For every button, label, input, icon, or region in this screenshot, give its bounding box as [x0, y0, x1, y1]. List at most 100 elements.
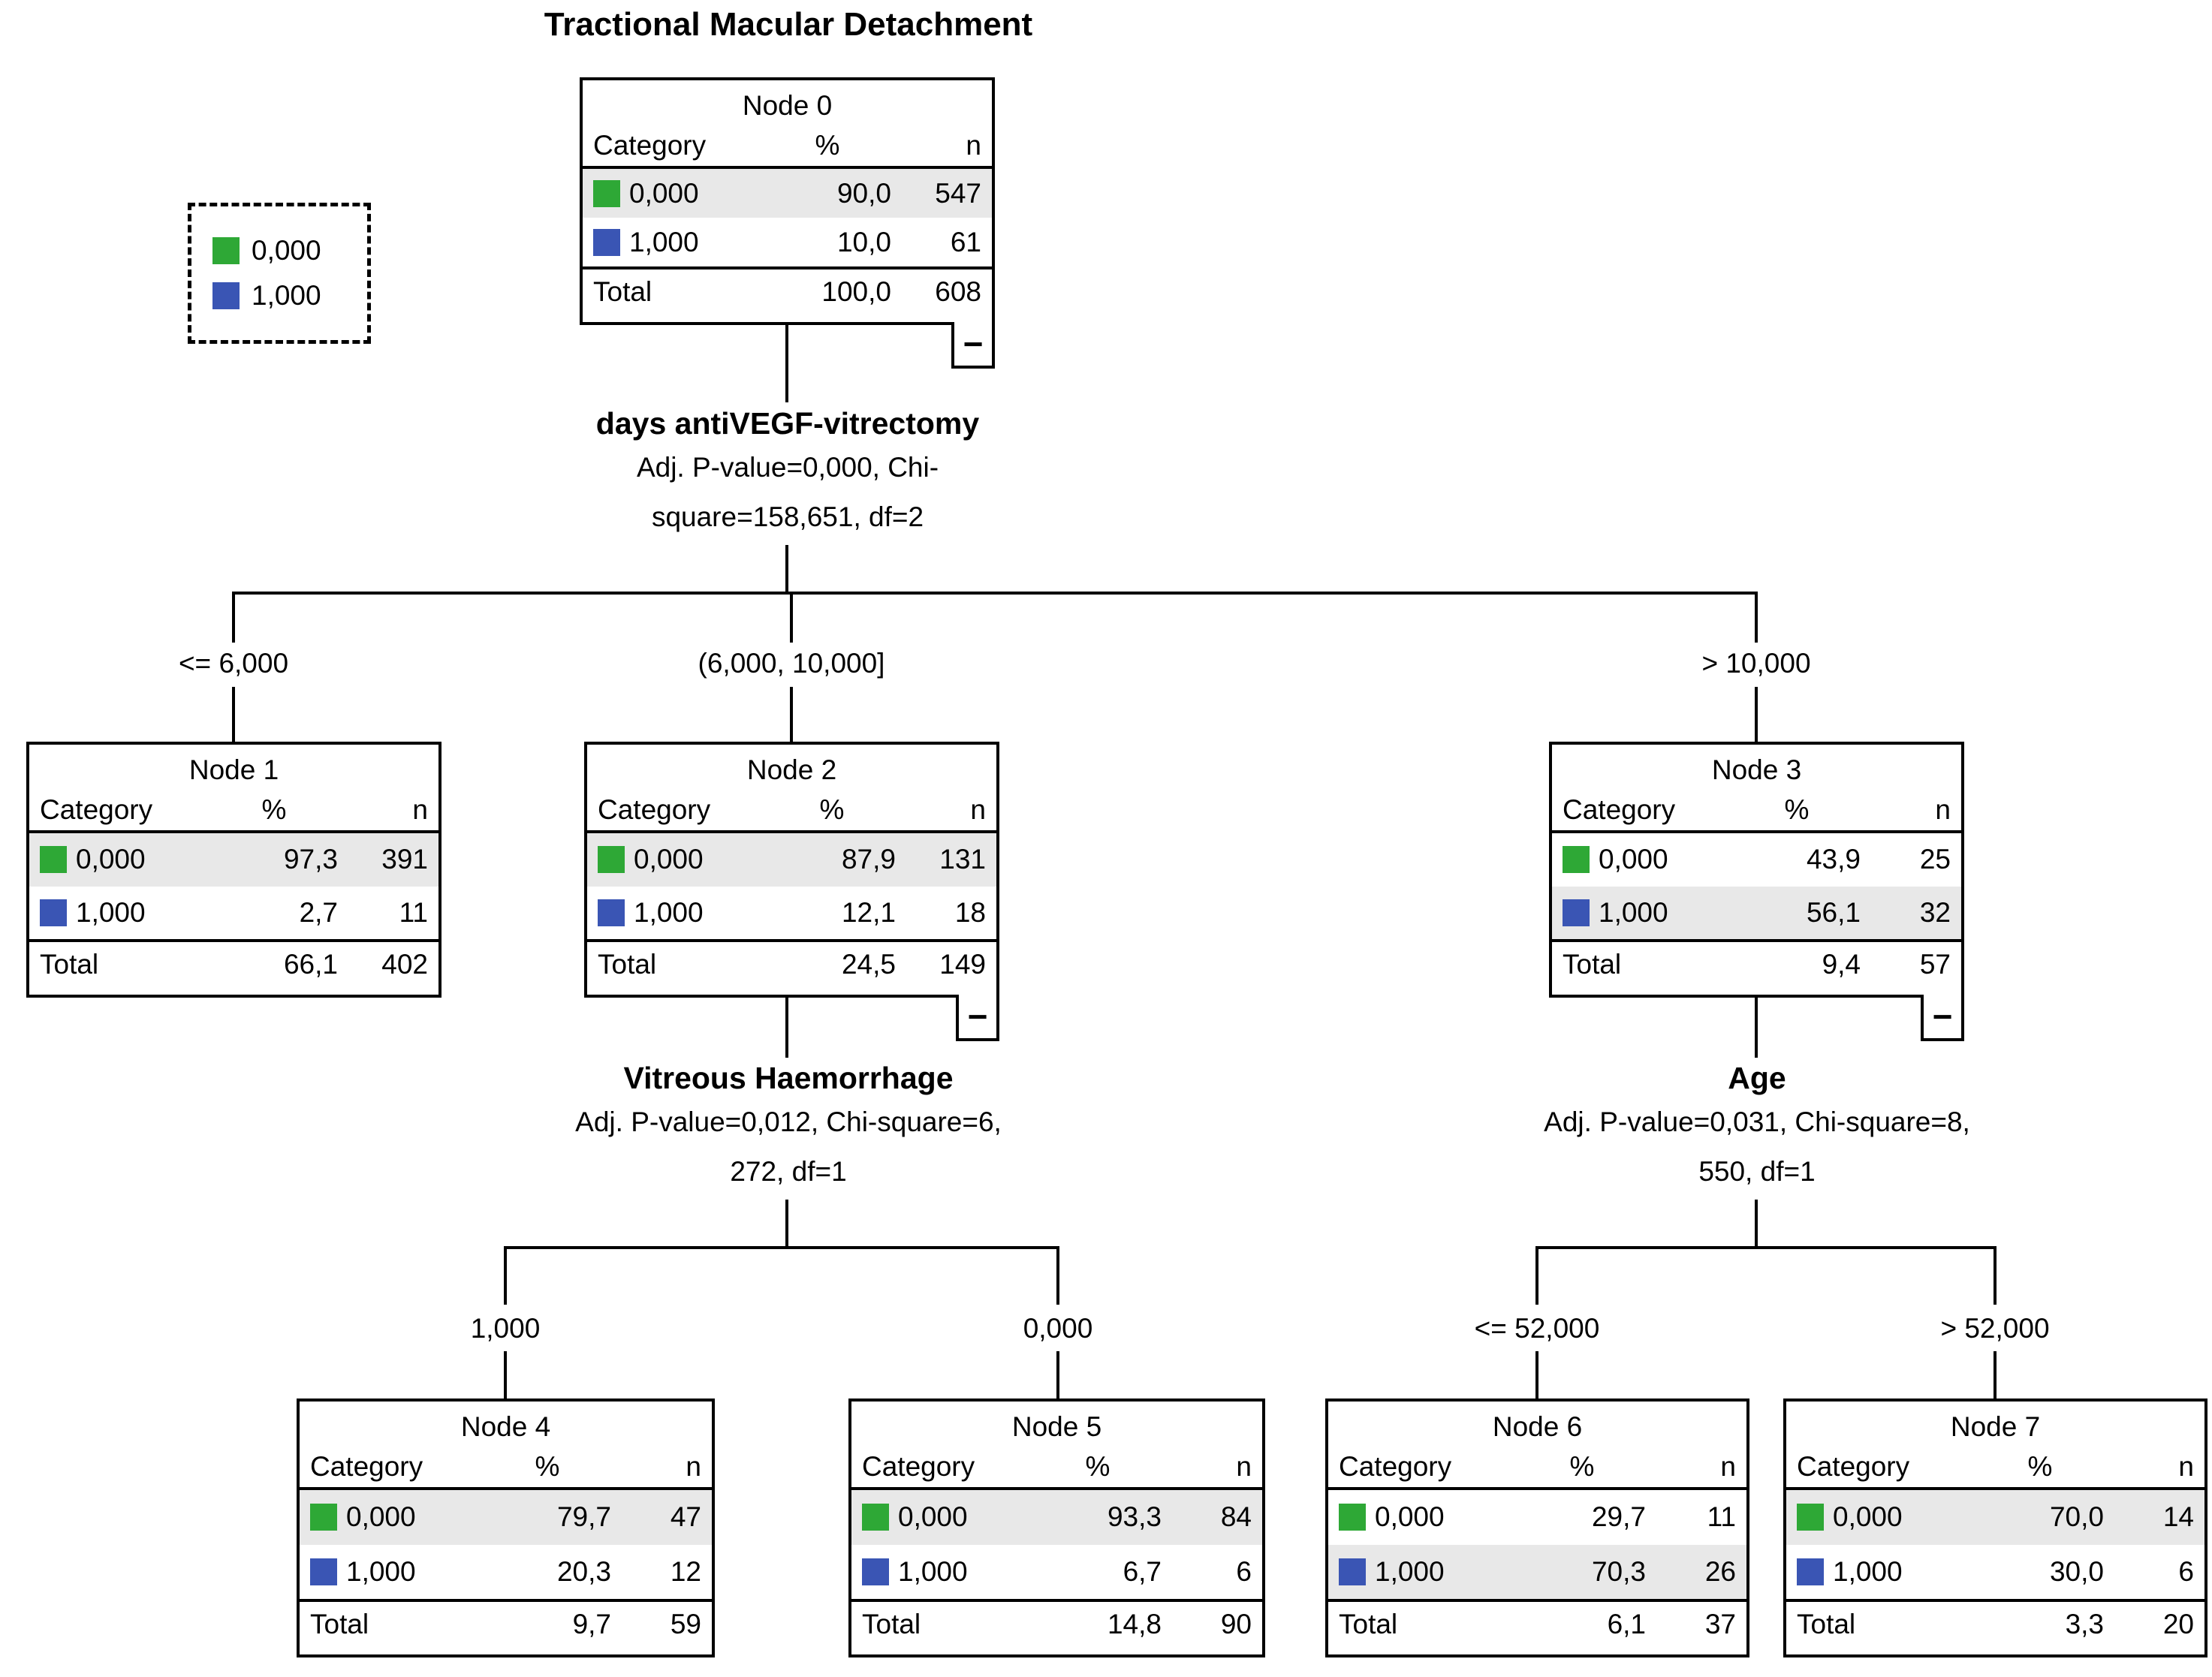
tree-title: Tractional Macular Detachment [544, 6, 1033, 43]
node-table-header: Category % n [1786, 1448, 2204, 1490]
legend-item-0: 0,000 [212, 235, 367, 266]
collapse-button[interactable]: − [1921, 995, 1964, 1041]
category-row-0: 0,000 87,9 131 [587, 833, 996, 887]
node-3-box: Node 3 Category % n 0,000 43,9 25 1,000 … [1549, 742, 1964, 1041]
split-variable-1: Vitreous Haemorrhage Adj. P-value=0,012,… [575, 1061, 1002, 1187]
total-row: Total 66,1 402 [29, 939, 438, 987]
connector-line [785, 998, 788, 1058]
category-row-1: 1,000 70,3 26 [1328, 1544, 1746, 1599]
category-row-0: 0,000 90,0 547 [583, 169, 992, 218]
branch-label: 0,000 [1023, 1313, 1093, 1344]
connector-line [1535, 1248, 1538, 1305]
category-1-swatch-icon [1797, 1558, 1824, 1585]
category-1-swatch-icon [598, 899, 625, 926]
branch-label: > 52,000 [1940, 1313, 2050, 1344]
branch-label: > 10,000 [1701, 648, 1811, 679]
category-0-swatch-icon [310, 1504, 337, 1531]
legend-item-label: 0,000 [252, 235, 321, 266]
branch-label: (6,000, 10,000] [698, 648, 885, 679]
category-0-swatch-icon [1797, 1504, 1824, 1531]
node-table-header: Category % n [587, 791, 996, 833]
connector-line [785, 323, 788, 402]
category-0-swatch-icon [1563, 846, 1590, 874]
connector-line [1535, 1246, 1997, 1249]
connector-line [1755, 1200, 1758, 1249]
category-1-swatch-icon [1339, 1558, 1366, 1585]
category-row-0: 0,000 97,3 391 [29, 833, 438, 887]
total-row: Total 100,0 608 [583, 266, 992, 315]
category-1-swatch-icon [310, 1558, 337, 1585]
category-0-swatch-icon [593, 179, 620, 207]
node-0-box: Node 0 Category % n 0,000 90,0 547 1,000… [580, 77, 995, 369]
node-title: Node 3 [1711, 754, 1802, 785]
category-row-1: 1,000 56,1 32 [1552, 886, 1961, 939]
category-row-1: 1,000 2,7 11 [29, 887, 438, 940]
category-0-swatch-icon [1339, 1504, 1366, 1531]
connector-line [1994, 1248, 1997, 1305]
node-6-box: Node 6 Category % n 0,000 29,7 11 1,000 … [1325, 1399, 1749, 1657]
category-row-0: 0,000 79,7 47 [300, 1490, 712, 1545]
connector-line [1755, 998, 1758, 1058]
node-2-box: Node 2 Category % n 0,000 87,9 131 1,000… [584, 742, 999, 1041]
node-table-header: Category % n [300, 1448, 712, 1490]
category-row-1: 1,000 20,3 12 [300, 1545, 712, 1600]
category-0-swatch-icon [212, 237, 240, 264]
split-variable-0: days antiVEGF-vitrectomy Adj. P-value=0,… [595, 406, 980, 532]
connector-line [1535, 1351, 1538, 1399]
total-row: Total 9,4 57 [1552, 939, 1961, 987]
category-1-swatch-icon [1563, 899, 1590, 926]
category-row-0: 0,000 43,9 25 [1552, 833, 1961, 887]
category-row-0: 0,000 93,3 84 [851, 1490, 1262, 1545]
split-variable-2: Age Adj. P-value=0,031, Chi-square=8, 55… [1544, 1061, 1970, 1187]
connector-line [790, 593, 793, 643]
node-7-box: Node 7 Category % n 0,000 70,0 14 1,000 … [1783, 1399, 2207, 1657]
connector-line [232, 593, 235, 643]
legend-box: 0,000 1,000 [188, 203, 371, 344]
category-0-swatch-icon [598, 846, 625, 874]
node-title: Node 1 [188, 754, 279, 785]
connector-line [785, 1200, 788, 1249]
collapse-button[interactable]: − [956, 995, 999, 1041]
category-row-1: 1,000 12,1 18 [587, 887, 996, 940]
category-row-1: 1,000 30,0 6 [1786, 1545, 2204, 1600]
category-row-0: 0,000 29,7 11 [1328, 1490, 1746, 1545]
collapse-button[interactable]: − [951, 322, 995, 369]
category-1-swatch-icon [212, 282, 240, 309]
node-table-header: Category % n [851, 1448, 1262, 1490]
connector-line [1994, 1351, 1997, 1399]
total-row: Total 3,3 20 [1786, 1599, 2204, 1647]
node-5-box: Node 5 Category % n 0,000 93,3 84 1,000 … [848, 1399, 1265, 1657]
connector-line [504, 1246, 1059, 1249]
total-row: Total 24,5 149 [587, 939, 996, 987]
branch-label: 1,000 [470, 1313, 541, 1344]
total-row: Total 6,1 37 [1328, 1599, 1746, 1647]
node-title: Node 4 [460, 1411, 551, 1442]
category-0-swatch-icon [40, 846, 67, 874]
branch-label: <= 52,000 [1474, 1313, 1600, 1344]
category-1-swatch-icon [862, 1558, 889, 1585]
category-1-swatch-icon [593, 228, 620, 256]
legend-item-label: 1,000 [252, 280, 321, 311]
branch-label: <= 6,000 [178, 648, 289, 679]
node-table-header: Category % n [1552, 791, 1961, 833]
connector-line [1755, 593, 1758, 643]
node-table-header: Category % n [583, 127, 992, 169]
node-table-header: Category % n [1328, 1448, 1746, 1490]
node-4-box: Node 4 Category % n 0,000 79,7 47 1,000 … [297, 1399, 715, 1657]
category-row-1: 1,000 10,0 61 [583, 218, 992, 266]
connector-line [1755, 687, 1758, 742]
category-row-1: 1,000 6,7 6 [851, 1545, 1262, 1600]
connector-line [1056, 1248, 1059, 1305]
node-table-header: Category % n [29, 791, 438, 833]
node-title: Node 6 [1492, 1411, 1583, 1442]
category-row-0: 0,000 70,0 14 [1786, 1490, 2204, 1545]
node-1-box: Node 1 Category % n 0,000 97,3 391 1,000… [26, 742, 441, 998]
category-0-swatch-icon [862, 1504, 889, 1531]
connector-line [232, 687, 235, 742]
connector-line [790, 687, 793, 742]
category-1-swatch-icon [40, 899, 67, 926]
node-title: Node 2 [746, 754, 837, 785]
connector-line [1056, 1351, 1059, 1399]
connector-line [504, 1351, 507, 1399]
